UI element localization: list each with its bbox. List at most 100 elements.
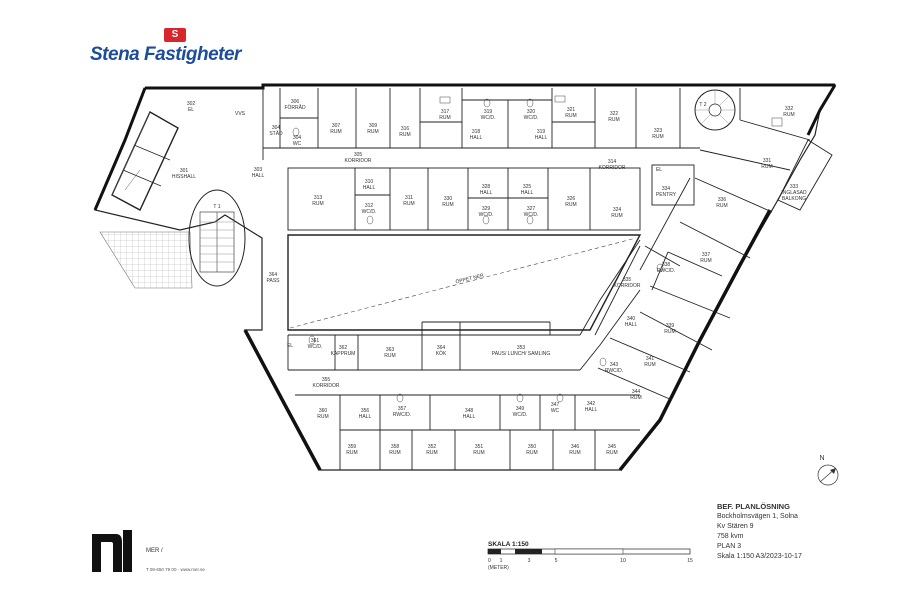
- mer-name: MER /: [146, 548, 163, 554]
- room-label-line: HALL: [470, 135, 483, 141]
- plan-info-block: BEF. PLANLÖSNING Bockholmsvägen 1, Solna…: [717, 502, 802, 562]
- room-label-line: 338: [662, 262, 671, 268]
- scale-unit: (METER): [488, 565, 509, 571]
- room-label-line: KORRIDOR: [614, 283, 641, 289]
- room-label-line: VVS: [235, 111, 246, 117]
- room-label-line: 345: [608, 444, 617, 450]
- room-label-line: KORRIDOR: [313, 383, 340, 389]
- room-label-line: 341: [646, 356, 655, 362]
- room-label-line: PASS: [267, 278, 281, 284]
- room-label-line: 329: [482, 206, 491, 212]
- hatched-terrace: [99, 231, 193, 289]
- scale-title: SKALA 1:150: [488, 541, 529, 548]
- room-label-line: 309: [369, 123, 378, 129]
- room-label-line: WC/D.: [362, 209, 377, 215]
- room-label-line: RUM: [399, 132, 410, 138]
- room-label-line: HALL: [359, 414, 372, 420]
- room-label-line: STÄD: [269, 130, 283, 137]
- mer-contact: T 08-650 79 00 · www.mer.se: [146, 567, 205, 572]
- room-label-line: HALL: [585, 407, 598, 413]
- room-label-line: WC/D.: [524, 115, 539, 121]
- room-label-line: 364: [269, 272, 278, 278]
- room-label-line: EL: [656, 167, 662, 173]
- room-label-line: EL: [287, 343, 293, 349]
- room-label-line: 318: [472, 129, 481, 135]
- compass-north-label: N: [819, 455, 824, 462]
- room-label-line: RUM: [761, 164, 772, 170]
- room-label-line: HALL: [521, 190, 534, 196]
- room-label-line: WC/D.: [308, 344, 323, 350]
- room-label-line: 303: [254, 167, 263, 173]
- info-area: 758 kvm: [717, 533, 744, 540]
- room-label-line: 344: [632, 389, 641, 395]
- mer-logo-icon: [92, 530, 132, 572]
- room-label-line: RUM: [606, 450, 617, 456]
- room-label-line: 334: [662, 186, 671, 192]
- open-courtyard: [287, 234, 642, 331]
- room-label-line: 306: [291, 99, 300, 105]
- info-title: BEF. PLANLÖSNING: [717, 502, 790, 511]
- room-label-line: FÖRRÅD: [284, 104, 306, 111]
- room-label-line: 357: [398, 406, 407, 412]
- room-label-line: RUM: [439, 115, 450, 121]
- room-label-line: 350: [528, 444, 537, 450]
- room-label-line: RUM: [644, 362, 655, 368]
- room-label-line: 304: [293, 135, 302, 141]
- room-label-line: HALL: [363, 185, 376, 191]
- scale-bar: SKALA 1:150 0 1 3 5 10 15 (METER): [487, 541, 693, 571]
- room-label-line: 347: [551, 402, 560, 408]
- room-label-line: KORRIDOR: [599, 165, 626, 171]
- stena-logo: S Stena Fastigheter: [90, 28, 280, 70]
- room-label-line: 362: [339, 345, 348, 351]
- room-label-line: RUM: [652, 134, 663, 140]
- room-label-line: HALL: [535, 135, 548, 141]
- room-label-line: PAUS/ LUNCH/ SAMLING: [492, 351, 551, 357]
- north-compass-icon: N: [817, 455, 839, 486]
- room-label-line: 314: [608, 159, 617, 165]
- room-label-line: 326: [567, 196, 576, 202]
- room-label-line: 305: [354, 152, 363, 158]
- scale-tick-3: 3: [528, 558, 531, 564]
- room-label-line: 325: [523, 184, 532, 190]
- room-label-line: 321: [567, 107, 576, 113]
- room-label-line: WC: [551, 408, 560, 414]
- room-label-line: 363: [386, 347, 395, 353]
- room-label-line: RUM: [442, 202, 453, 208]
- info-plan: PLAN 3: [717, 543, 742, 550]
- scale-tick-10: 10: [620, 558, 626, 564]
- scale-tick-1: 1: [500, 558, 503, 564]
- room-label-line: BALKONG: [782, 196, 806, 202]
- room-label-line: 316: [401, 126, 410, 132]
